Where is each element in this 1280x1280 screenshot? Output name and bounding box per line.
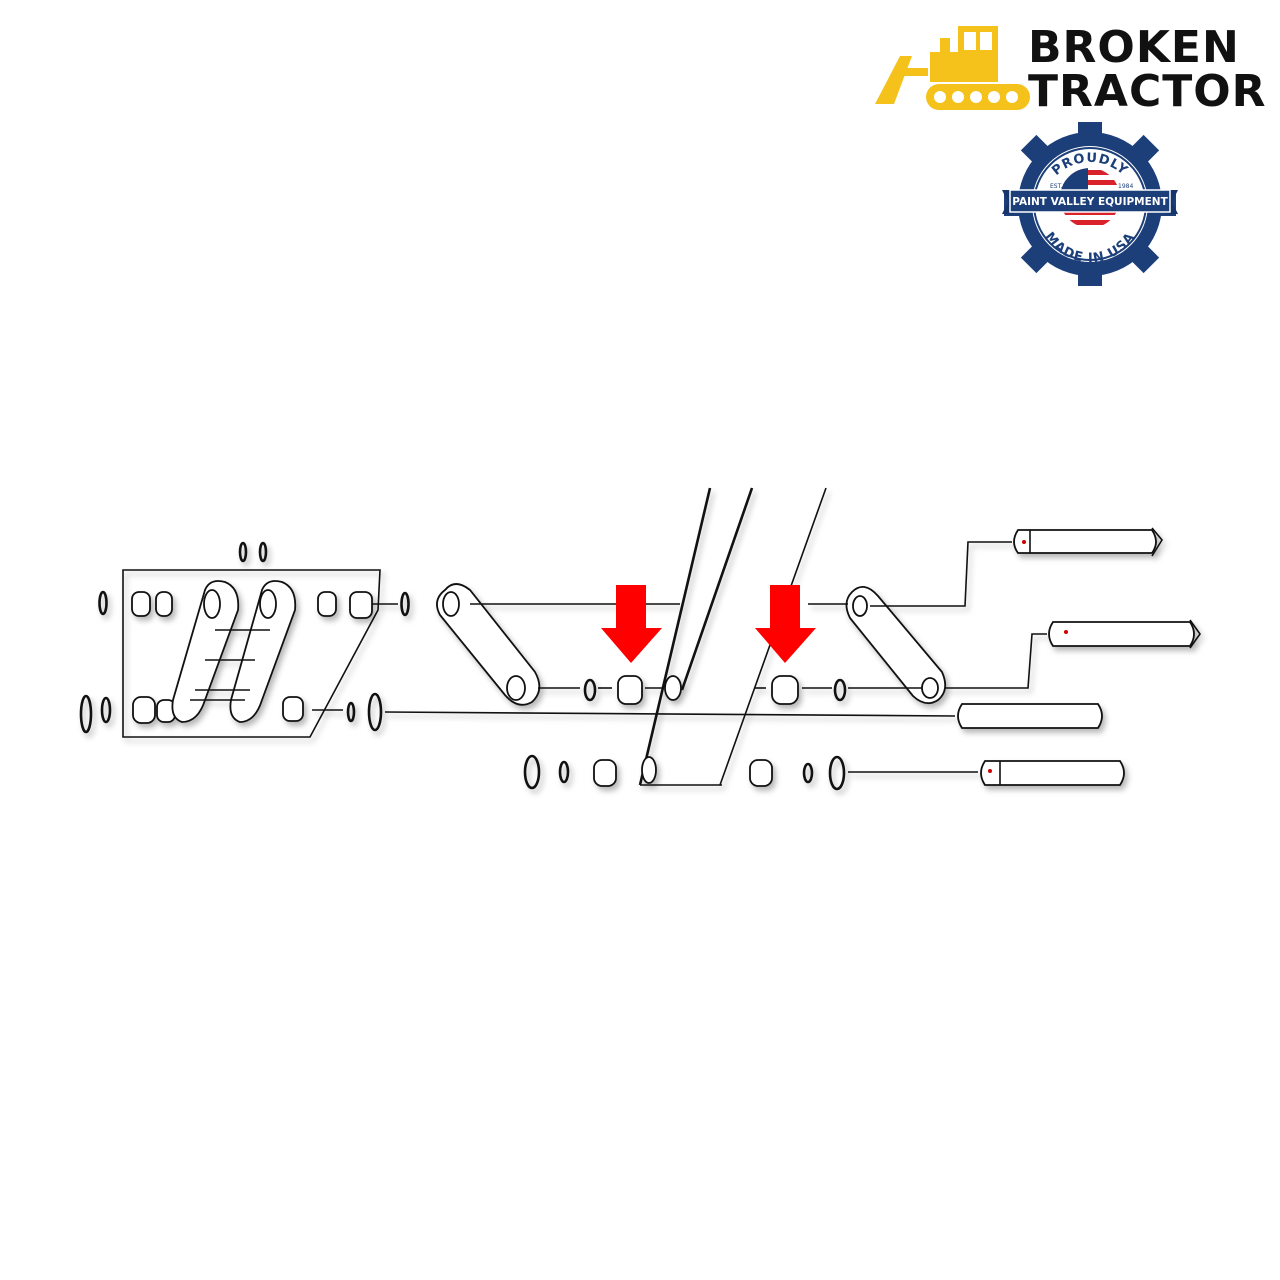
h-link — [171, 580, 297, 723]
leader-lines — [312, 541, 1047, 773]
badge-banner-text: PAINT VALLEY EQUIPMENT — [1012, 196, 1168, 208]
oring — [828, 755, 846, 791]
pin-2 — [1048, 619, 1201, 649]
bushing-highlighted-left — [617, 675, 643, 705]
oring — [238, 541, 248, 563]
broken-tractor-logo: BROKEN TRACTOR — [870, 16, 1270, 117]
pin-4 — [980, 760, 1125, 786]
oring — [79, 694, 93, 734]
pin-1 — [1013, 527, 1163, 557]
highlight-arrow-left — [601, 585, 662, 663]
bushing — [593, 759, 617, 787]
oring — [583, 678, 597, 702]
badge-est-text: EST. — [1050, 183, 1063, 190]
oring — [523, 754, 541, 790]
oring — [98, 590, 108, 616]
highlight-arrow-right — [755, 585, 816, 663]
oring — [258, 541, 268, 563]
oring — [802, 762, 814, 784]
dogbone-link-right — [845, 586, 947, 705]
mounting-plate — [122, 569, 381, 738]
pin-3 — [957, 703, 1103, 729]
oring — [400, 591, 410, 617]
pin-bore — [664, 675, 682, 701]
oring — [367, 692, 383, 732]
oring — [833, 678, 847, 702]
badge-banner: PAINT VALLEY EQUIPMENT — [1002, 189, 1178, 214]
made-in-usa-badge: PROUDLY MADE IN USA EST. 1984 PAINT VALL… — [1000, 118, 1180, 290]
brand-name-line-2: TRACTOR — [1028, 66, 1267, 117]
bushing-row-top — [131, 591, 373, 619]
dogbone-link-left — [436, 583, 541, 706]
bushing-row-bottom — [132, 696, 304, 724]
oring — [346, 701, 356, 723]
bushing-highlighted-right — [771, 675, 799, 705]
oring — [100, 696, 112, 724]
brand-name-line-1: BROKEN — [1028, 22, 1240, 73]
bulldozer-icon — [875, 26, 1030, 110]
oring — [558, 760, 570, 784]
badge-year-text: 1984 — [1118, 183, 1133, 190]
bushing — [749, 759, 773, 787]
